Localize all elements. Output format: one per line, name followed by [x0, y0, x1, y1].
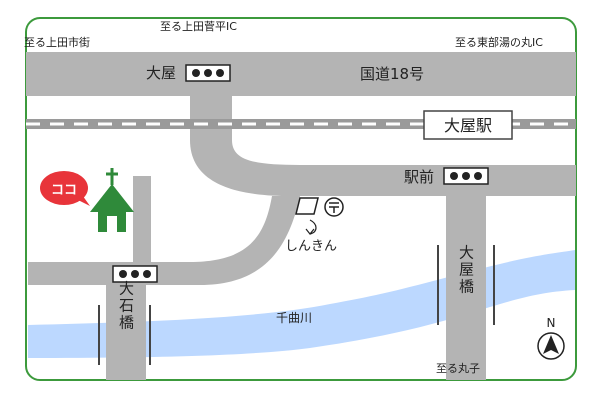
traffic-signal-icon: [112, 265, 158, 283]
shinkin-arrow: [305, 219, 317, 235]
north-compass-icon: N: [537, 316, 565, 360]
ekimae-label: 駅前: [404, 168, 434, 186]
traffic-signal-icon: [443, 167, 489, 185]
oishi-bridge-label: 大石橋: [117, 281, 135, 332]
shinkin-label: しんきん: [285, 239, 337, 254]
bank-icon: [295, 197, 319, 215]
oya-station-label: 大屋駅: [444, 116, 492, 135]
oya-signal-label: 大屋: [146, 64, 176, 82]
route18-road: [26, 52, 576, 96]
to-tobu-ic-label: 至る東部湯の丸IC: [455, 35, 543, 49]
to-kamidacity-label: 至る上田市街: [24, 35, 90, 49]
here-label: ココ: [51, 183, 77, 198]
road-to-oishi: [28, 196, 300, 285]
route18-label: 国道18号: [360, 65, 424, 83]
station-box: [423, 110, 513, 140]
traffic-signal-icon: [185, 64, 231, 82]
here-bubble: ココ: [40, 171, 90, 206]
church-icon: [90, 168, 134, 232]
to-maruko-label: 至る丸子: [436, 362, 480, 375]
oya-bridge-label: 大屋橋: [457, 245, 475, 296]
to-ueda-ic-label: 至る上田菅平IC: [160, 20, 237, 33]
church-road: [133, 176, 151, 266]
chikuma-river-label: 千曲川: [276, 311, 312, 325]
oya-bridge-road: [446, 190, 486, 380]
post-office-icon: [324, 197, 344, 217]
chikuma-river: [28, 250, 575, 358]
compass-north-label: N: [547, 316, 556, 330]
oishi-bridge-road: [106, 280, 146, 380]
